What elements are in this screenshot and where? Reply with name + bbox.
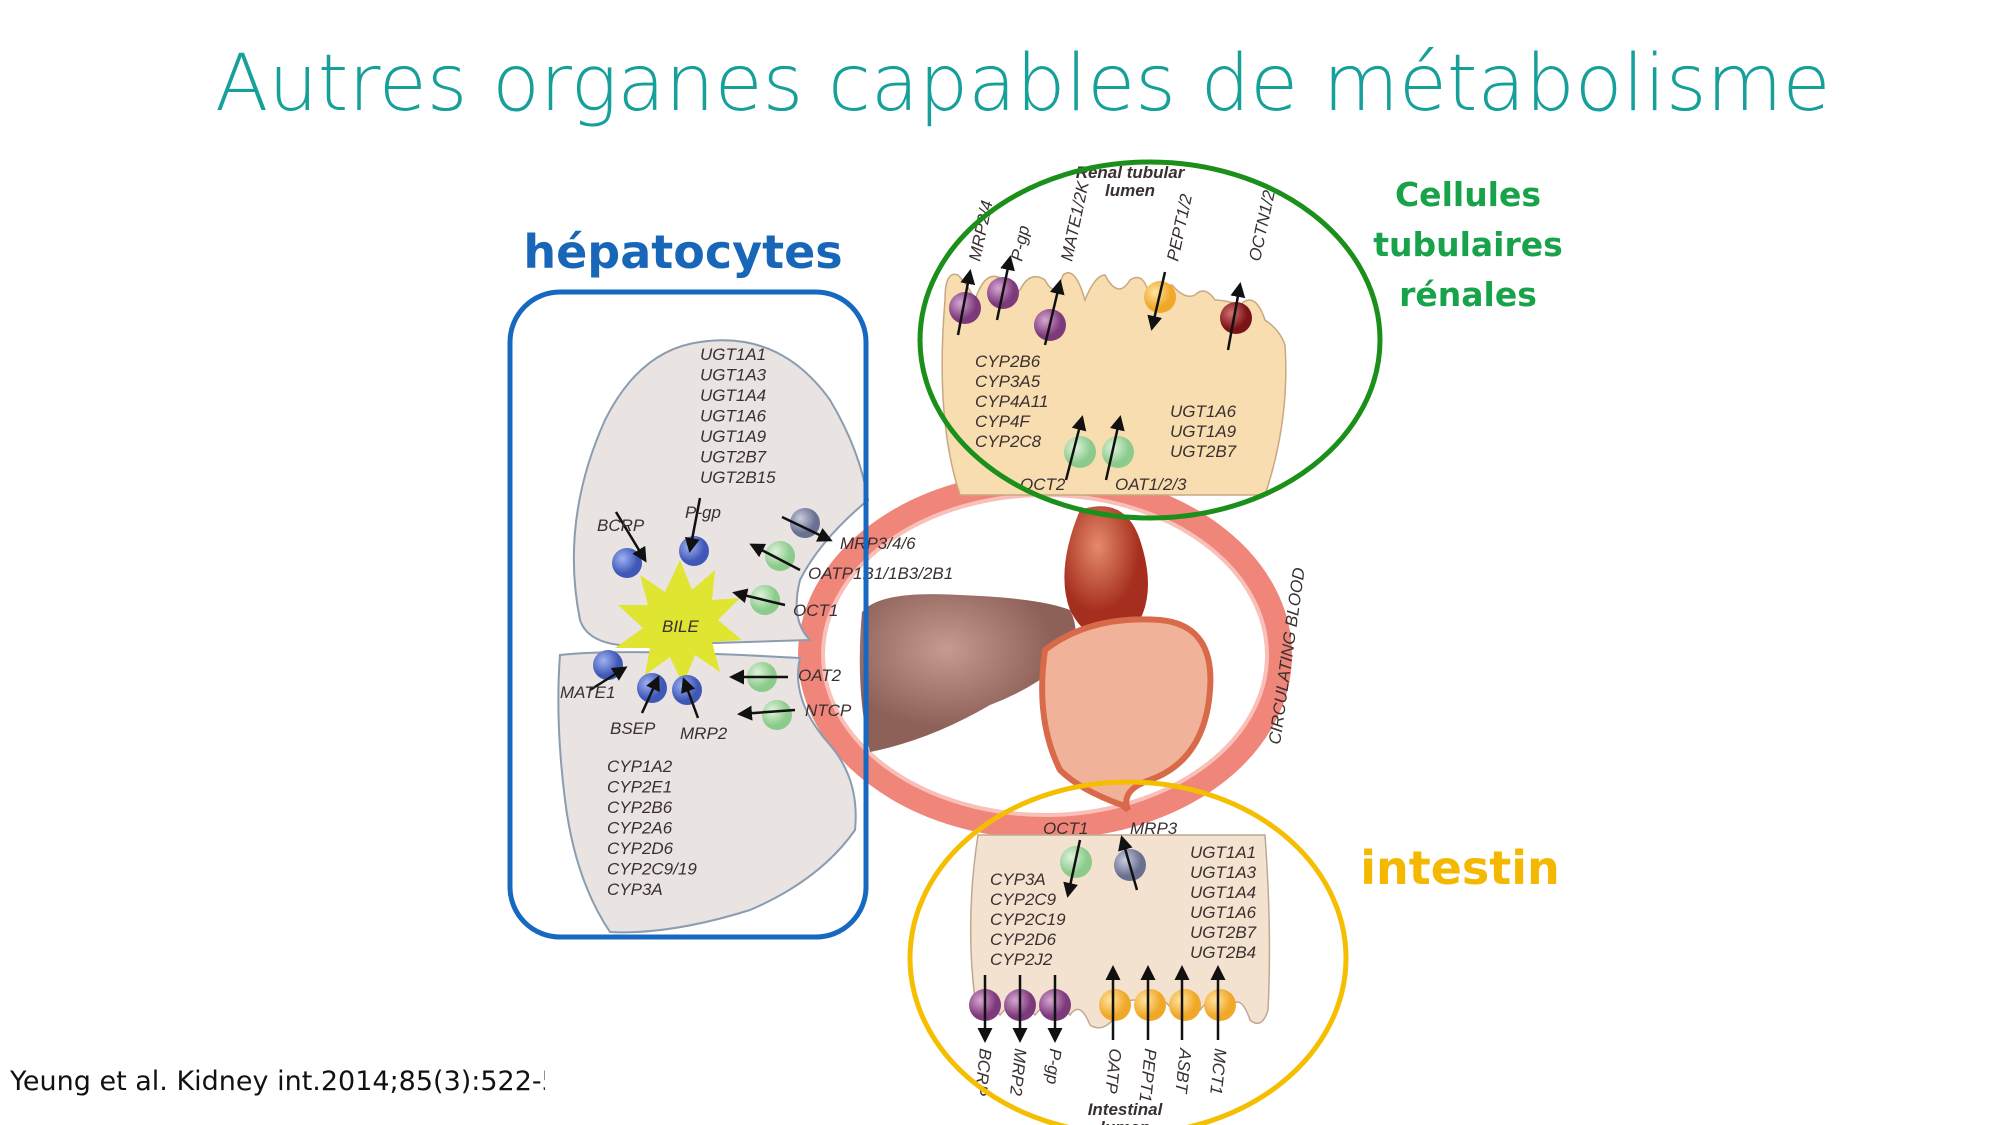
bcrp-transporter-icon <box>612 548 642 578</box>
hepatocyte-cyp-item: CYP2E1 <box>607 778 672 797</box>
hepatocyte-cyp-item: CYP2C9/19 <box>607 860 697 879</box>
renal-apical-transporter-label: PEPT1/2 <box>1163 192 1196 263</box>
hepatocyte-cyp-item: CYP3A <box>607 880 663 899</box>
oat123-label: OAT1/2/3 <box>1115 475 1187 494</box>
intestine-ugt-item: UGT2B4 <box>1190 943 1256 962</box>
hepatocytes-frame <box>507 289 869 940</box>
bsep-transporter-icon <box>637 673 667 703</box>
intestine-mrp3-label: MRP3 <box>1130 819 1178 838</box>
intestine-cyp-item: CYP2C9 <box>990 890 1057 909</box>
hepatocyte-ugt-item: UGT1A9 <box>700 427 767 446</box>
renal-apical-transporter-label: OCTN1/2 <box>1245 188 1279 263</box>
renal-ugt-item: UGT1A6 <box>1170 402 1237 421</box>
renal-ugt-item: UGT2B7 <box>1170 442 1237 461</box>
renal-cyp-item: CYP2B6 <box>975 352 1041 371</box>
intestine-callout: intestin <box>1360 841 1560 895</box>
intestine-apical-transporter-label: MCT1 <box>1206 1048 1230 1096</box>
intestine-mct1-transporter-icon <box>1204 989 1236 1021</box>
renal-callout-line-3: rénales <box>1399 275 1537 314</box>
intestine-apical-transporter-label: PEPT1 <box>1135 1048 1160 1104</box>
hepatocyte-cyp-item: CYP2A6 <box>607 819 673 838</box>
oct1-label: OCT1 <box>793 601 838 620</box>
renal-cyp-item: CYP3A5 <box>975 372 1041 391</box>
mate1-transporter-icon <box>593 650 623 680</box>
intestine-ugt-item: UGT1A4 <box>1190 883 1256 902</box>
hepatocyte-cyp-item: CYP2B6 <box>607 798 673 817</box>
oct2-label: OCT2 <box>1020 475 1066 494</box>
citation: Yeung et al. Kidney int.2014;85(3):522-5 <box>9 1066 559 1097</box>
pgp-transporter-icon <box>679 536 709 566</box>
intestine-apical-transporter-label: OATP <box>1101 1048 1125 1095</box>
mrp2-label: MRP2 <box>680 724 728 743</box>
oat123-transporter-icon <box>1102 436 1134 468</box>
intestine-ugt-item: UGT1A6 <box>1190 903 1257 922</box>
hepatocytes-callout: hépatocytes <box>523 225 842 279</box>
hepatocyte-ugt-item: UGT1A6 <box>700 407 767 426</box>
hepatocyte-ugt-item: UGT2B7 <box>700 448 767 467</box>
intestine-asbt-transporter-icon <box>1169 989 1201 1021</box>
intestine-cyp-item: CYP2C19 <box>990 910 1066 929</box>
intestinal-lumen-label-2: lumen <box>1100 1118 1150 1125</box>
pgp-label: P-gp <box>685 503 721 522</box>
intestine-ugt-item: UGT1A1 <box>1190 843 1256 862</box>
renal-ugt-item: UGT1A9 <box>1170 422 1237 441</box>
oatp-transporter-icon <box>765 541 795 571</box>
intestinal-lumen-label-1: Intestinal <box>1088 1100 1164 1119</box>
renal-cyp-item: CYP4F <box>975 412 1031 431</box>
intestine-apical-transporter-label: MRP2 <box>1006 1048 1030 1098</box>
intestine-cell-diagram: OCT1 MRP3 CYP3ACYP2C9CYP2C19CYP2D6CYP2J2… <box>969 819 1271 1125</box>
hepatocyte-ugt-item: UGT2B15 <box>700 468 776 487</box>
mate1-label: MATE1 <box>560 683 615 702</box>
renal-apical-transporter-label: P-gp <box>1007 224 1033 263</box>
mrp346-label: MRP3/4/6 <box>840 534 916 553</box>
ntcp-transporter-icon <box>762 700 792 730</box>
intestine-oct1-label: OCT1 <box>1043 819 1088 838</box>
intestine-ugt-item: UGT2B7 <box>1190 923 1257 942</box>
intestine-cyp-item: CYP2D6 <box>990 930 1057 949</box>
hepatocyte-ugt-item: UGT1A1 <box>700 345 766 364</box>
intestine-ugt-item: UGT1A3 <box>1190 863 1257 882</box>
bcrp-label: BCRP <box>597 516 645 535</box>
renal-cyp-item: CYP2C8 <box>975 432 1042 451</box>
intestine-pept1-transporter-icon <box>1134 989 1166 1021</box>
renal-callout-line-1: Cellules <box>1395 175 1541 214</box>
hepatocyte-ugt-item: UGT1A4 <box>700 386 766 405</box>
intestine-apical-transporter-label: P-gp <box>1042 1048 1065 1086</box>
octn12-transporter-icon <box>1220 302 1252 334</box>
hepatocyte-ugt-item: UGT1A3 <box>700 366 767 385</box>
hepatocyte-cyp-item: CYP2D6 <box>607 839 674 858</box>
liver-illustration <box>859 594 1076 752</box>
bile-star <box>615 560 742 685</box>
kidney-illustration <box>1064 506 1148 640</box>
hepatocyte-diagram: UGT1A1UGT1A3UGT1A4UGT1A6UGT1A9UGT2B7UGT2… <box>557 339 953 934</box>
bile-label: BILE <box>662 617 700 636</box>
renal-frame <box>917 159 1383 521</box>
oat2-label: OAT2 <box>798 666 842 685</box>
intestine-frame <box>907 779 1349 1125</box>
bsep-label: BSEP <box>610 719 656 738</box>
intestine-illustration <box>1039 616 1214 813</box>
renal-cyp-item: CYP4A11 <box>975 392 1048 411</box>
oatp-label: OATP1B1/1B3/2B1 <box>808 564 953 583</box>
intestine-cyp-item: CYP2J2 <box>990 950 1053 969</box>
renal-callout-line-2: tubulaires <box>1373 225 1563 264</box>
intestine-oatp-transporter-icon <box>1099 989 1131 1021</box>
mrp24-transporter-icon <box>949 292 981 324</box>
renal-lumen-label-2: lumen <box>1105 181 1155 200</box>
slide-title: Autres organes capables de métabolisme <box>215 39 1830 129</box>
ntcp-label: NTCP <box>805 701 852 720</box>
hepatocyte-cyp-item: CYP1A2 <box>607 757 673 776</box>
oct2-transporter-icon <box>1064 436 1096 468</box>
intestine-apical-transporter-label: ASBT <box>1171 1047 1195 1096</box>
renal-apical-transporter-label: MATE1/2K <box>1057 179 1093 263</box>
intestine-cyp-item: CYP3A <box>990 870 1046 889</box>
